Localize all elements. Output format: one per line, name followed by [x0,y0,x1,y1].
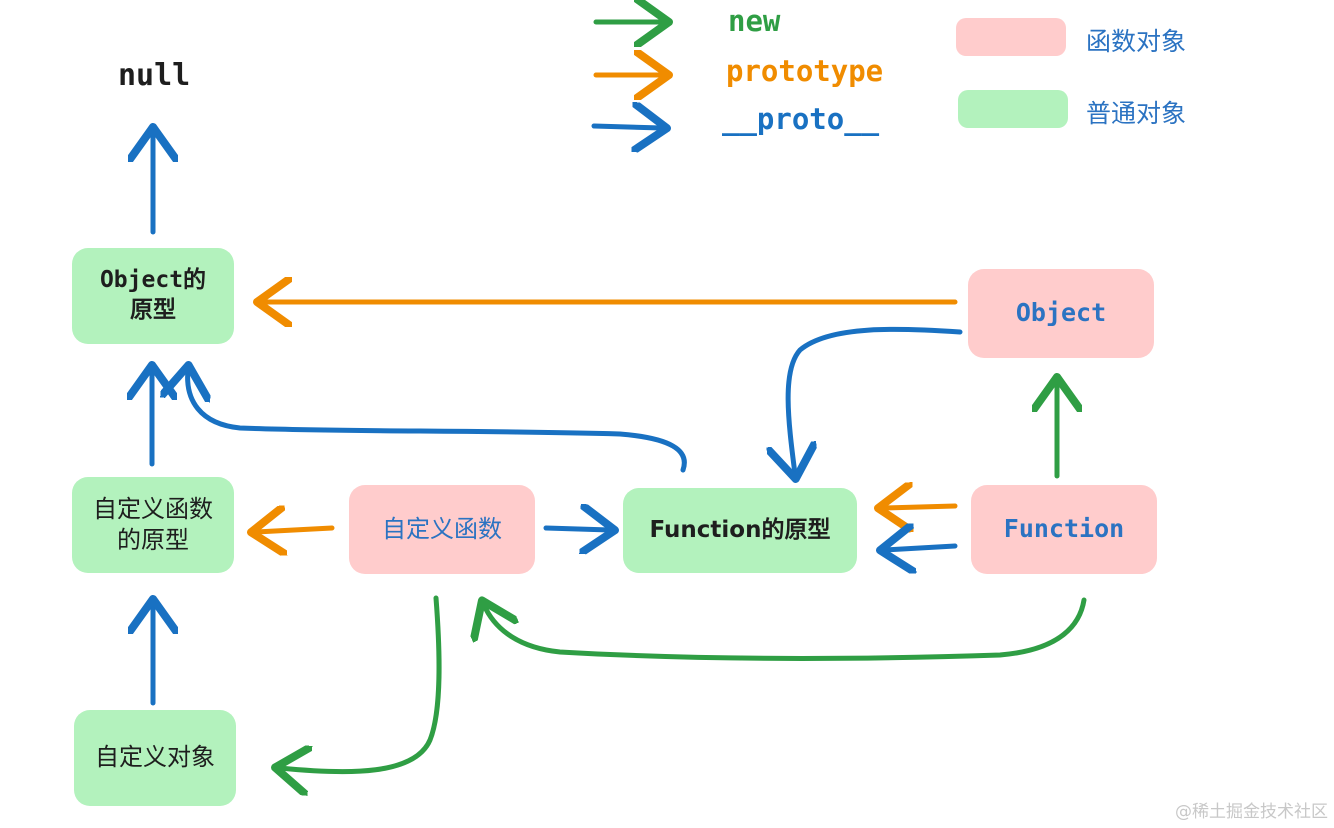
custom-fn-prototype-node: 自定义函数 的原型 [72,477,234,573]
function-node: Function [971,485,1157,574]
function-prototype-node: Function的原型 [623,488,857,573]
arrow-custom-fn-new-custom-object [280,595,442,772]
legend-plain-object-swatch [958,90,1068,128]
custom-fn-node: 自定义函数 [349,485,535,574]
function-node-label: Function [1003,514,1125,544]
legend-proto-label: __proto__ [722,102,880,136]
object-node: Object [968,269,1154,358]
arrow-function-prototype-link [883,506,958,508]
object-node-label: Object [1015,298,1107,328]
legend-prototype-label: prototype [726,54,884,88]
null-label: null [118,58,191,93]
object-prototype-line2: 原型 [130,297,176,323]
custom-object-label: 自定义对象 [95,743,215,772]
arrow-object-proto-to-function-prototype [788,326,963,474]
arrow-function-new-custom-fn [484,600,1087,661]
arrow-function-proto-link [885,546,958,550]
arrow-custom-fn-proto-to-function-prototype [543,528,610,530]
watermark: @稀土掘金技术社区 [1175,802,1328,822]
arrow-function-prototype-to-object-prototype [188,370,687,473]
custom-fn-prototype-line1: 自定义函数 [93,494,213,523]
legend-function-object-label: 函数对象 [1086,27,1187,56]
legend-new-label: new [728,4,781,38]
custom-fn-prototype-line2: 的原型 [117,526,189,554]
legend-proto-arrow [591,126,662,128]
object-prototype-line1: Object的 [99,267,207,294]
custom-fn-label: 自定义函数 [382,514,502,543]
custom-object-node: 自定义对象 [74,710,236,806]
legend-function-object-swatch [956,18,1066,56]
arrow-custom-fn-prototype-link [256,528,335,532]
function-prototype-label: Function的原型 [649,516,831,543]
object-prototype-node: Object的 原型 [72,248,234,344]
legend-plain-object-label: 普通对象 [1086,99,1187,128]
